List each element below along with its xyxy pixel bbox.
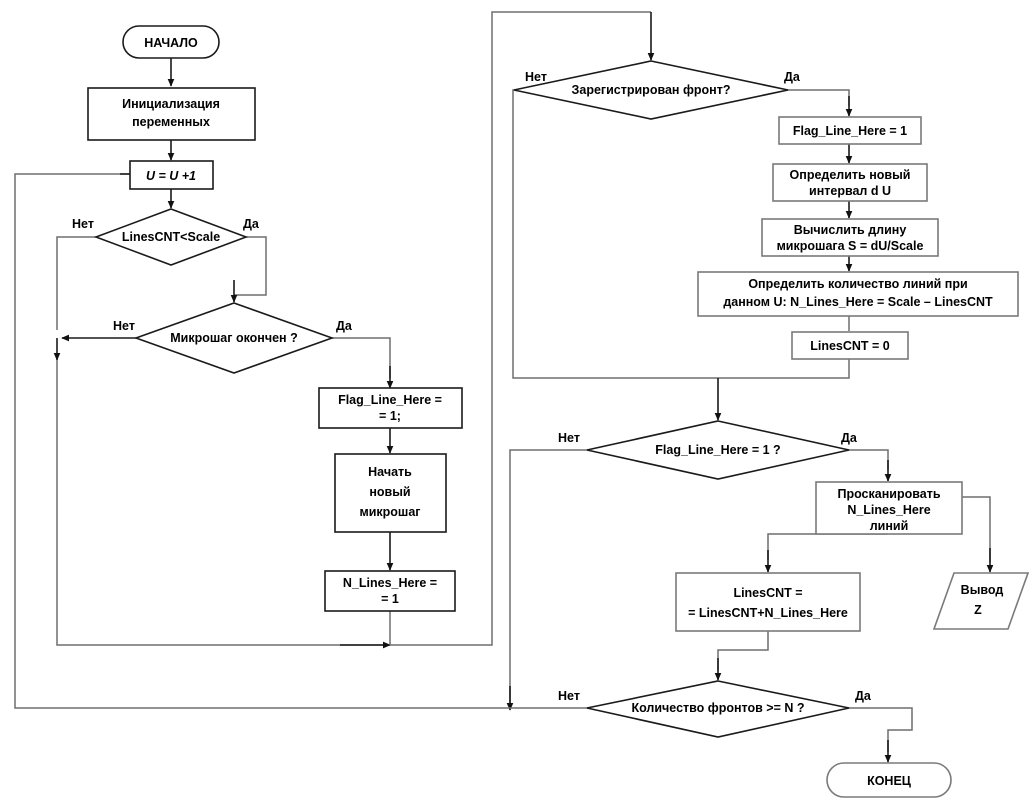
node-lines-cnt-zero-label: LinesCNT = 0 (810, 339, 890, 353)
branch-label-fronts-yes: Да (855, 689, 872, 703)
node-flag-line-here-left[interactable]: Flag_Line_Here = = 1; (318, 387, 463, 429)
decision-fronts-count-label: Количество фронтов >= N ? (631, 701, 804, 715)
node-calc-microstep[interactable]: Вычислить длину микрошага S = dU/Scale (761, 218, 939, 257)
node-define-interval-line1: Определить новый (790, 168, 911, 182)
connector-microstep-yes (330, 337, 391, 378)
node-start-label: НАЧАЛО (144, 36, 198, 50)
node-start[interactable]: НАЧАЛО (122, 25, 220, 59)
node-output-z-line2: Z (974, 603, 982, 617)
connector-linescnt0-down (718, 359, 850, 379)
branch-label-microstep-no: Нет (113, 319, 135, 333)
decision-lines-cnt-scale[interactable]: LinesCNT<Scale (93, 208, 249, 266)
node-flag-line-here-right[interactable]: Flag_Line_Here = 1 (778, 116, 922, 145)
node-define-count-line2: данном U: N_Lines_Here = Scale – LinesCN… (723, 295, 993, 309)
branch-label-linescnt-yes: Да (243, 217, 260, 231)
connectors (14, 11, 994, 763)
branch-label-fronts-no: Нет (558, 689, 580, 703)
node-lines-cnt-zero[interactable]: LinesCNT = 0 (791, 331, 909, 360)
node-lines-cnt-sum-line1: LinesCNT = (733, 586, 802, 600)
node-scan-lines-line3: линий (870, 519, 909, 533)
node-scan-lines[interactable]: Просканировать N_Lines_Here линий (815, 481, 963, 535)
decision-microstep-done-label: Микрошаг окончен ? (170, 331, 297, 345)
node-flag-line-here-left-line2: = 1; (379, 409, 401, 423)
node-scan-lines-line1: Просканировать (837, 487, 940, 501)
decision-microstep-done[interactable]: Микрошаг окончен ? (133, 302, 335, 374)
connector-linescnt-yes (234, 236, 267, 296)
node-define-interval[interactable]: Определить новый интервал d U (772, 163, 928, 202)
node-lines-cnt-sum[interactable]: LinesCNT = = LinesCNT+N_Lines_Here (675, 572, 861, 632)
node-n-lines-here-left[interactable]: N_Lines_Here = = 1 (324, 570, 456, 612)
node-n-lines-here-left-line1: N_Lines_Here = (343, 576, 437, 590)
node-u-increment-label: U = U +1 (146, 169, 196, 183)
decision-fronts-count[interactable]: Количество фронтов >= N ? (586, 680, 850, 738)
branch-label-microstep-yes: Да (336, 319, 353, 333)
node-calc-microstep-line1: Вычислить длину (794, 223, 907, 237)
node-start-new-microstep[interactable]: Начать новый микрошаг (334, 453, 447, 533)
decision-flag-equals-one[interactable]: Flag_Line_Here = 1 ? (586, 420, 850, 480)
branch-label-front-yes: Да (784, 70, 801, 84)
node-calc-microstep-line2: микрошага S = dU/Scale (777, 239, 924, 253)
connector-left-to-rightcolumn (390, 11, 651, 646)
decision-lines-cnt-scale-label: LinesCNT<Scale (122, 230, 220, 244)
connector-scan-to-output (962, 496, 991, 562)
node-define-interval-line2: интервал d U (809, 184, 891, 198)
node-output-z[interactable]: Вывод Z (932, 572, 1030, 630)
node-init-line1: Инициализация (122, 97, 220, 111)
node-scan-lines-line2: N_Lines_Here (847, 503, 930, 517)
connector-left-rail-to-bottom (56, 360, 385, 646)
node-start-new-microstep-line3: микрошаг (359, 505, 420, 519)
node-n-lines-here-left-line2: = 1 (381, 592, 399, 606)
node-u-increment[interactable]: U = U +1 (129, 160, 214, 190)
node-end-label: КОНЕЦ (867, 774, 912, 788)
branch-label-flag-no: Нет (558, 431, 580, 445)
node-end[interactable]: КОНЕЦ (826, 762, 952, 798)
decision-front-registered-label: Зарегистрирован фронт? (572, 83, 731, 97)
connector-linescnt-no (56, 236, 98, 330)
node-init[interactable]: Инициализация переменных (87, 87, 256, 141)
connector-flagdecision-no (509, 449, 588, 708)
connector-fronts-yes (848, 707, 913, 752)
node-output-z-line1: Вывод (961, 583, 1004, 597)
node-init-line2: переменных (132, 115, 210, 129)
branch-label-linescnt-no: Нет (72, 217, 94, 231)
decision-flag-equals-one-label: Flag_Line_Here = 1 ? (655, 443, 780, 457)
node-lines-cnt-sum-line2: = LinesCNT+N_Lines_Here (688, 606, 848, 620)
decision-front-registered[interactable]: Зарегистрирован фронт? (513, 60, 789, 120)
node-define-count-line1: Определить количество линий при (748, 277, 967, 291)
node-start-new-microstep-line1: Начать (368, 465, 412, 479)
node-start-new-microstep-line2: новый (369, 485, 410, 499)
branch-label-front-no: Нет (525, 70, 547, 84)
node-define-count[interactable]: Определить количество линий при данном U… (697, 271, 1019, 317)
connector-fronts-no (14, 173, 588, 709)
node-flag-line-here-right-label: Flag_Line_Here = 1 (793, 124, 907, 138)
branch-label-flag-yes: Да (841, 431, 858, 445)
node-flag-line-here-left-line1: Flag_Line_Here = (338, 393, 442, 407)
